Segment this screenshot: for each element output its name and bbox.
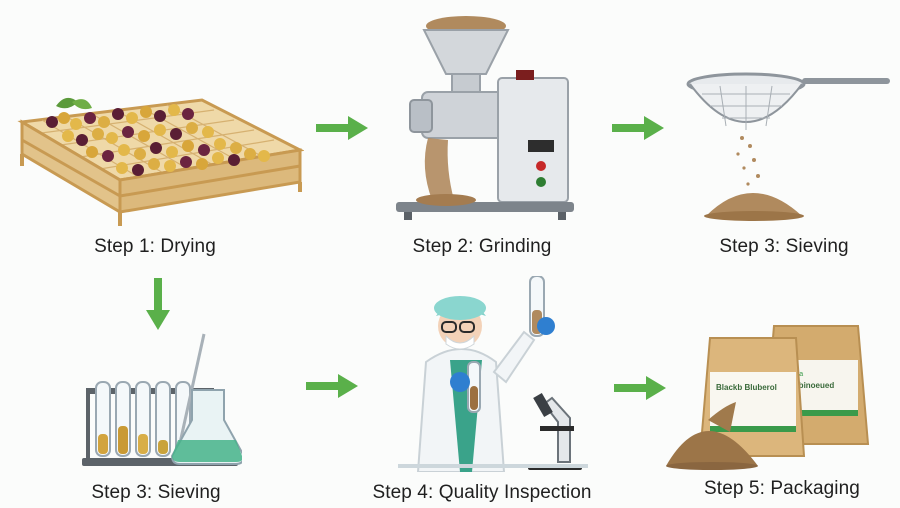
lab-technician-illustration xyxy=(398,276,588,472)
test-tubes-illustration xyxy=(82,333,242,466)
step-3-sieving-top-label: Step 3: Sieving xyxy=(719,236,849,257)
packaging-bags-illustration: Mosa Basbinoeued Blackb Bluberol xyxy=(666,325,870,470)
step-1-drying-label: Step 1: Drying xyxy=(94,236,216,257)
step-5-packaging-label: Step 5: Packaging xyxy=(704,478,860,499)
drying-rack-illustration xyxy=(17,97,304,226)
step-3-sieving-bottom-label: Step 3: Sieving xyxy=(91,482,221,503)
grinder-machine-illustration xyxy=(396,16,574,220)
arrow-right-icon xyxy=(306,374,358,398)
step-4-quality-inspection-label: Step 4: Quality Inspection xyxy=(372,482,592,503)
bag-label-2: Basbinoeued xyxy=(784,381,834,390)
bag-label-1: Blackb Bluberol xyxy=(716,383,777,392)
arrow-down-icon xyxy=(146,278,170,330)
arrow-right-icon xyxy=(612,116,664,140)
arrow-right-icon xyxy=(614,376,666,400)
arrow-right-icon xyxy=(316,116,368,140)
sieve-illustration xyxy=(686,72,890,221)
step-2-grinding-label: Step 2: Grinding xyxy=(412,236,552,257)
